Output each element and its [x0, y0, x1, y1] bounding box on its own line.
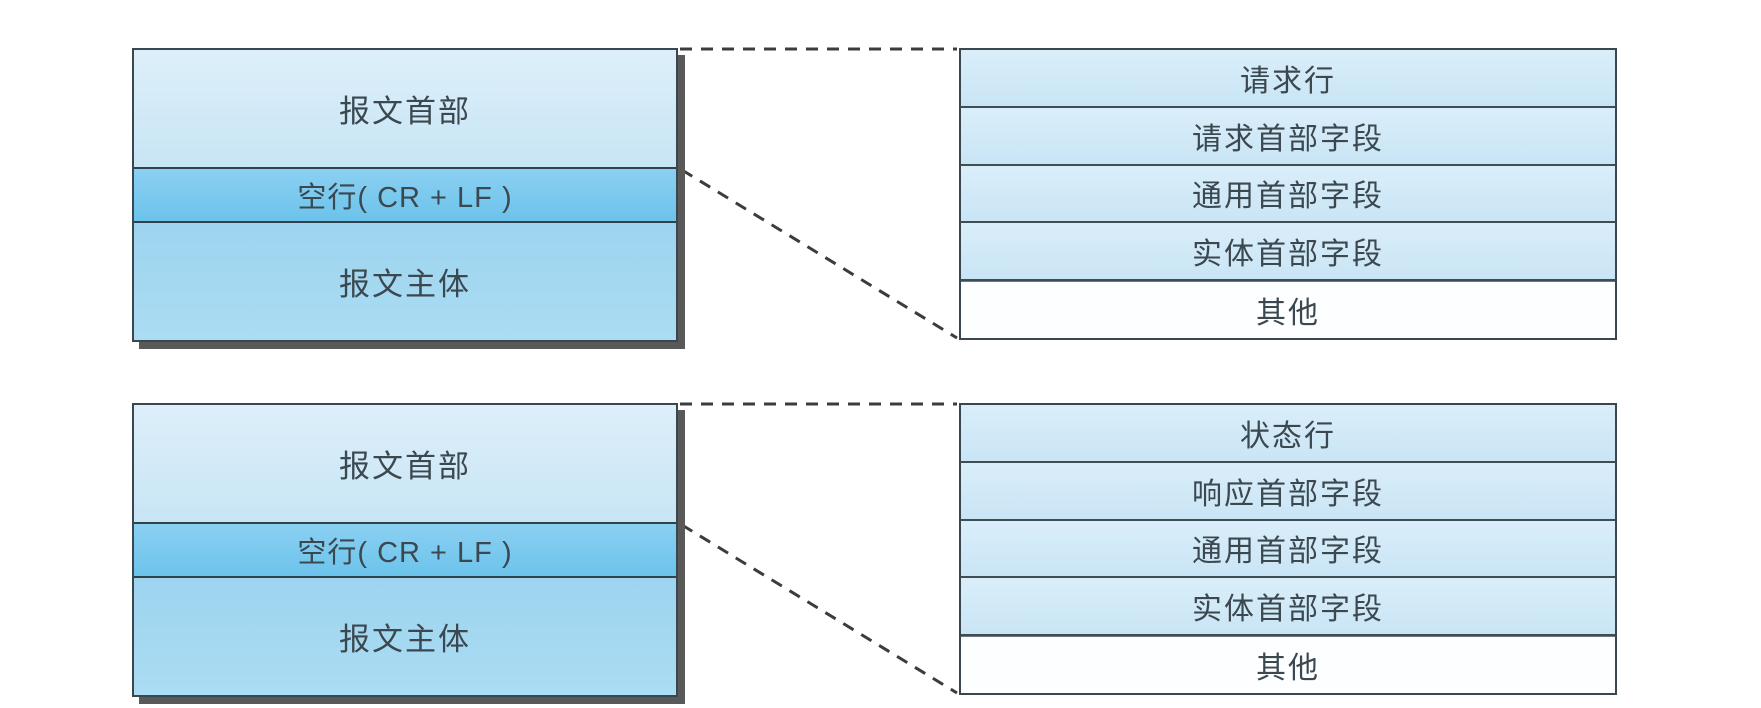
response-general-header-fields-label: 通用首部字段 [1192, 535, 1384, 569]
request-diagonal-dashed-line [681, 168, 958, 340]
request-entity-header-fields-label: 实体首部字段 [1192, 238, 1384, 272]
request-blank-line-section: 空行( CR + LF ) [134, 167, 676, 223]
request-line-row: 请求行 [961, 50, 1615, 108]
request-other-label: 其他 [1256, 297, 1320, 331]
response-entity-header-fields-row: 实体首部字段 [961, 578, 1615, 637]
request-entity-header-fields-row: 实体首部字段 [961, 223, 1615, 282]
response-blank-line-label: 空行( CR + LF ) [297, 537, 513, 569]
request-message-header-section: 报文首部 [134, 50, 676, 167]
response-message-body-section: 报文主体 [134, 578, 676, 695]
response-general-header-fields-row: 通用首部字段 [961, 520, 1615, 579]
response-blank-line-section: 空行( CR + LF ) [134, 522, 676, 578]
request-header-fields-label: 请求首部字段 [1192, 122, 1384, 156]
response-diagonal-dashed-line [681, 523, 958, 695]
response-header-detail-box: 状态行 响应首部字段 通用首部字段 实体首部字段 其他 [959, 403, 1617, 695]
response-message-header-section: 报文首部 [134, 405, 676, 522]
request-header-detail-box: 请求行 请求首部字段 通用首部字段 实体首部字段 其他 [959, 48, 1617, 340]
response-message-box: 报文首部 空行( CR + LF ) 报文主体 [132, 403, 678, 697]
status-line-label: 状态行 [1240, 419, 1336, 453]
request-other-row: 其他 [961, 281, 1615, 338]
status-line-row: 状态行 [961, 405, 1615, 463]
response-other-label: 其他 [1256, 652, 1320, 686]
request-message-body-label: 报文主体 [339, 267, 471, 302]
request-blank-line-label: 空行( CR + LF ) [297, 182, 513, 214]
request-message-header-label: 报文首部 [339, 94, 471, 129]
response-message-header-label: 报文首部 [339, 449, 471, 484]
request-general-header-fields-label: 通用首部字段 [1192, 180, 1384, 214]
request-message-body-section: 报文主体 [134, 223, 676, 340]
request-header-fields-row: 请求首部字段 [961, 107, 1615, 166]
response-header-fields-label: 响应首部字段 [1192, 477, 1384, 511]
response-other-row: 其他 [961, 636, 1615, 693]
response-entity-header-fields-label: 实体首部字段 [1192, 593, 1384, 627]
response-message-body-label: 报文主体 [339, 622, 471, 657]
request-message-box: 报文首部 空行( CR + LF ) 报文主体 [132, 48, 678, 342]
response-header-fields-row: 响应首部字段 [961, 462, 1615, 521]
request-line-label: 请求行 [1240, 64, 1336, 98]
request-general-header-fields-row: 通用首部字段 [961, 165, 1615, 224]
